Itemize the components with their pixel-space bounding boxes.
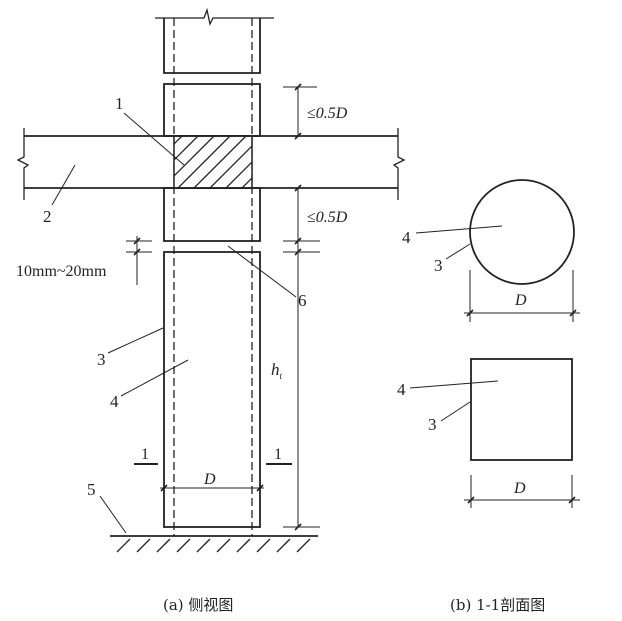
square-width-label: D	[513, 480, 526, 497]
gap-dimension-label: 10mm~20mm	[16, 263, 107, 280]
ground-line	[110, 535, 318, 553]
caption-section-view: (b) 1-1剖面图	[450, 596, 545, 614]
circular-section	[469, 179, 575, 285]
dim-bottom-label: ≤0.5D	[307, 209, 348, 226]
label-casing: 3	[97, 350, 106, 369]
circle-label-core: 4	[402, 228, 411, 247]
label-slab: 2	[43, 207, 52, 226]
height-label: ht	[271, 360, 283, 381]
rebar-dashed-lines	[173, 18, 253, 536]
section-mark-right: 1	[274, 446, 282, 463]
caption-side-view: (a) 侧视图	[163, 596, 233, 614]
square-label-core: 4	[397, 380, 406, 399]
leader-lines	[51, 112, 503, 534]
top-break-line	[155, 7, 274, 26]
label-core: 4	[110, 392, 119, 411]
width-label: D	[203, 471, 216, 488]
slab	[16, 128, 406, 200]
label-gap: 6	[298, 291, 307, 310]
circle-label-casing: 3	[434, 256, 443, 275]
dim-top-label: ≤0.5D	[307, 105, 348, 122]
square-section	[470, 358, 573, 461]
section-dimension-lines	[464, 270, 580, 508]
square-label-casing: 3	[428, 415, 437, 434]
hatched-joint	[174, 136, 252, 188]
dimension-lines	[126, 83, 320, 531]
label-ground: 5	[87, 480, 96, 499]
column-segments	[163, 18, 261, 528]
label-joint: 1	[115, 94, 124, 113]
circle-width-label: D	[514, 292, 527, 309]
section-mark-left: 1	[141, 446, 149, 463]
